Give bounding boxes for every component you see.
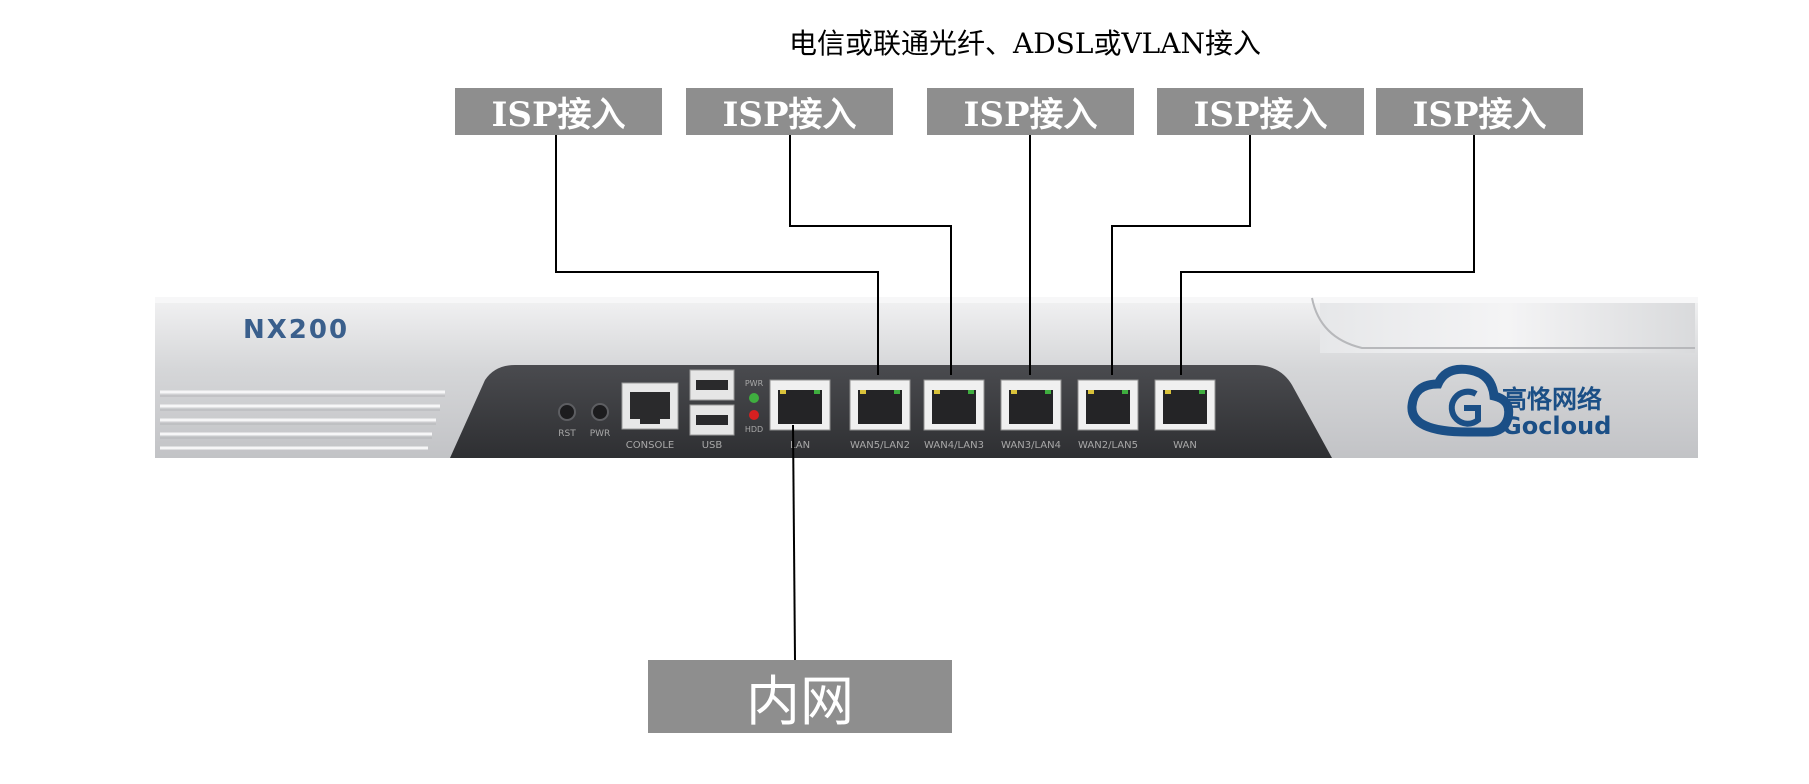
chassis-contour — [1311, 297, 1695, 349]
brand-name-cn: 高恪网络 — [1502, 385, 1602, 414]
isp-access-box-1: ISP接入 — [455, 88, 662, 135]
wire-isp5-to-wan — [1180, 135, 1475, 375]
chassis-right-plate — [1320, 303, 1695, 353]
power-label: PWR — [590, 429, 611, 439]
ethernet-port-wan4-lan3[interactable] — [923, 379, 985, 431]
brand-name-en: Gocloud — [1502, 412, 1611, 440]
wire-isp1-to-wan5 — [555, 135, 879, 375]
isp-access-box-4: ISP接入 — [1157, 88, 1364, 135]
usb-label: USB — [702, 440, 723, 451]
wire-isp2-to-wan4 — [789, 135, 952, 375]
wire-isp4-to-wan2 — [1111, 135, 1251, 375]
chassis-top-edge — [155, 297, 1698, 303]
port-label-lan: LAN — [790, 440, 810, 451]
port-label-wan: WAN — [1173, 440, 1197, 451]
model-label: NX200 — [243, 315, 349, 345]
ethernet-port-wan5-lan2[interactable] — [849, 379, 911, 431]
reset-button[interactable] — [558, 403, 576, 421]
reset-label: RST — [558, 429, 576, 439]
ethernet-port-wan3-lan4[interactable] — [1000, 379, 1062, 431]
port-label-wan3-lan4: WAN3/LAN4 — [1001, 440, 1061, 451]
vent-slots — [160, 390, 445, 450]
gocloud-logo — [1407, 364, 1514, 437]
diagram-title: 电信或联通光纤、ADSL或VLAN接入 — [789, 27, 1261, 60]
pwr-led-label: PWR — [745, 379, 764, 388]
port-label-wan5-lan2: WAN5/LAN2 — [850, 440, 910, 451]
port-label-wan4-lan3: WAN4/LAN3 — [924, 440, 984, 451]
isp-access-box-3: ISP接入 — [927, 88, 1134, 135]
intranet-box: 内网 — [648, 660, 952, 733]
wire-lan-to-intranet — [792, 424, 796, 661]
pwr-led — [749, 393, 759, 403]
hdd-led — [749, 410, 759, 420]
ethernet-port-wan[interactable] — [1154, 379, 1216, 431]
ethernet-port-lan[interactable] — [769, 379, 831, 431]
console-label: CONSOLE — [626, 440, 674, 451]
power-button[interactable] — [591, 403, 609, 421]
ethernet-port-wan2-lan5[interactable] — [1077, 379, 1139, 431]
console-port-socket — [630, 392, 670, 424]
isp-access-box-5: ISP接入 — [1376, 88, 1583, 135]
port-label-wan2-lan5: WAN2/LAN5 — [1078, 440, 1138, 451]
isp-access-box-2: ISP接入 — [686, 88, 893, 135]
hdd-led-label: HDD — [745, 425, 763, 434]
